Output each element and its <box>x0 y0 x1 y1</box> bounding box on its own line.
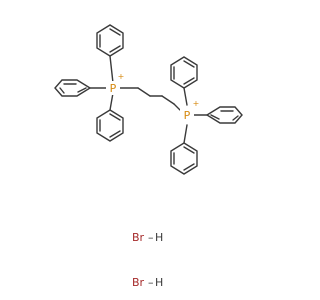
phenyl-ring-2 <box>54 79 92 97</box>
phenyl-ring-6 <box>170 142 198 175</box>
phosphonium-group-left: P + <box>54 24 139 142</box>
atom-label-p1: P <box>110 82 117 95</box>
bond-p2-phenyl-bottom <box>183 124 188 144</box>
phenyl-ring-3 <box>96 109 124 142</box>
hydrogen-label-2: H <box>155 276 163 289</box>
phenyl-ring-5 <box>205 106 243 124</box>
atom-label-p2: P <box>184 109 191 122</box>
hydrogen-bromide-2: Br – H <box>132 276 163 289</box>
charge-label-p1: + <box>118 72 125 81</box>
bromine-label-2: Br <box>132 276 145 289</box>
bond-p2-phenyl-top <box>183 87 188 106</box>
bond-dash-2: – <box>148 276 154 289</box>
butyl-chain <box>137 87 181 111</box>
chemical-structure-diagram: P + <box>54 24 243 289</box>
bond-p1-phenyl-bottom <box>109 92 114 111</box>
hydrogen-bromide-1: Br – H <box>132 231 163 244</box>
bond-dash-1: – <box>148 231 154 244</box>
hydrogen-label-1: H <box>155 231 163 244</box>
bond-p1-phenyl-top <box>109 55 114 84</box>
phenyl-ring-4 <box>170 56 198 89</box>
bromine-label-1: Br <box>132 231 145 244</box>
phosphonium-group-right: P + <box>170 56 243 175</box>
phenyl-ring-1 <box>96 24 124 57</box>
charge-label-p2: + <box>193 99 200 108</box>
